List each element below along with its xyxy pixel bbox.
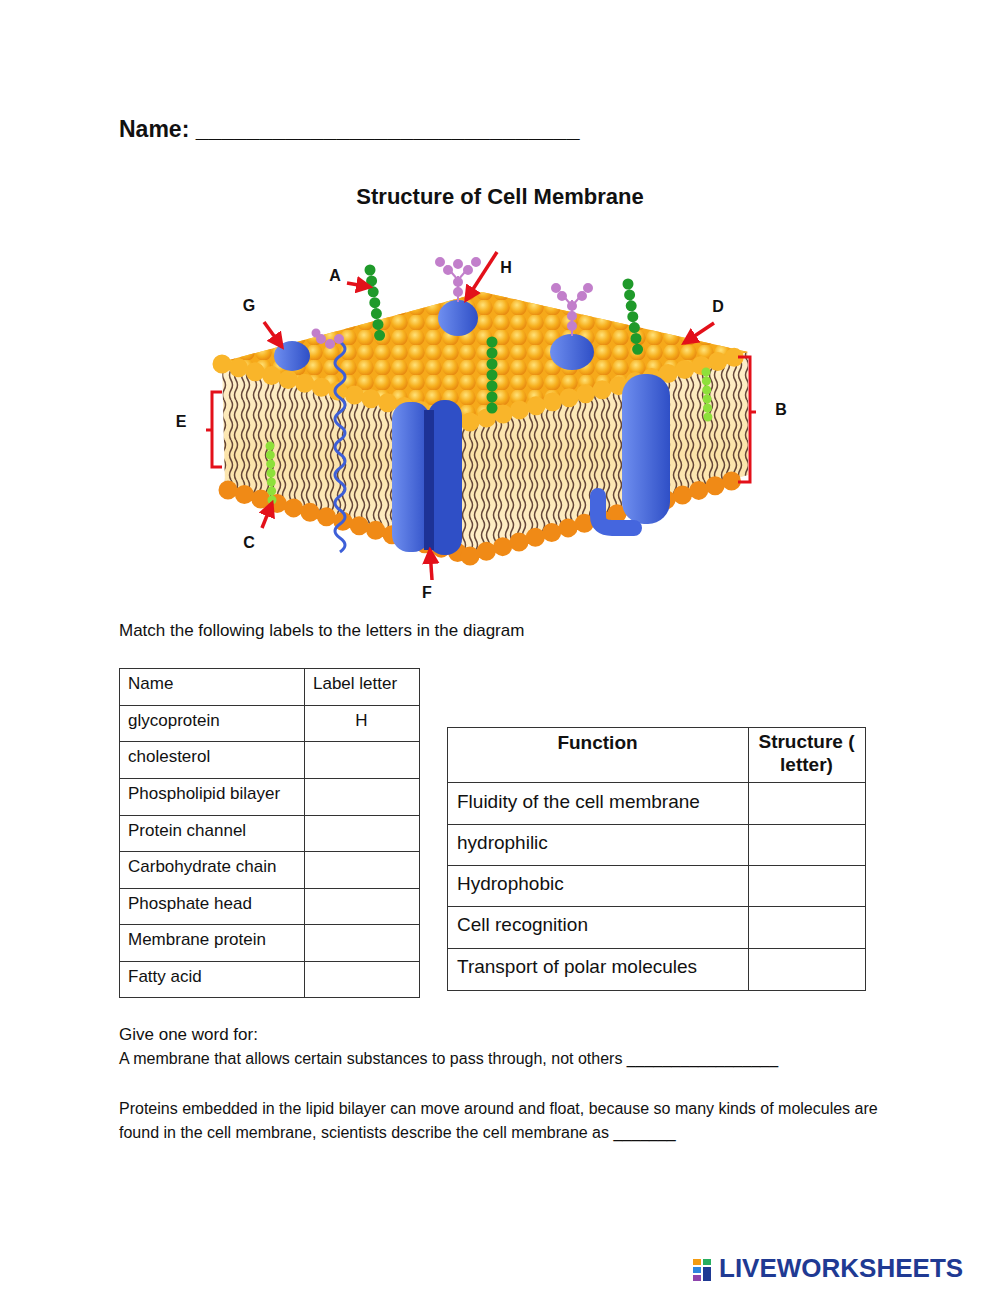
table-cell: Phosphate head — [128, 894, 252, 914]
callout-letter: C — [241, 533, 257, 552]
table-cell: Fluidity of the cell membrane — [457, 791, 700, 814]
table-cell: Protein channel — [128, 821, 246, 841]
table-cell: Phospholipid bilayer — [128, 784, 280, 804]
callout-letter: B — [773, 400, 789, 419]
channel-protein — [392, 400, 462, 555]
table-cell: Carbohydrate chain — [128, 857, 276, 877]
callout-letter: D — [710, 297, 726, 316]
logo-icon — [693, 1259, 711, 1281]
callout-letter: F — [419, 583, 435, 602]
table-cell: glycoprotein — [128, 711, 220, 731]
question-heading: Give one word for: — [119, 1025, 258, 1045]
peripheral-proteins — [274, 300, 594, 371]
table-cell: Hydrophobic — [457, 873, 564, 896]
callout-letter: H — [498, 258, 514, 277]
table-header: Function — [447, 732, 748, 755]
watermark: LIVEWORKSHEETS — [719, 1253, 963, 1284]
table-header: Label letter — [313, 674, 397, 694]
table-cell: Membrane protein — [128, 930, 266, 950]
worksheet-title: Structure of Cell Membrane — [250, 184, 750, 210]
table-cell: Cell recognition — [457, 914, 588, 937]
question-text: A membrane that allows certain substance… — [119, 1049, 778, 1068]
helix-protein — [335, 342, 345, 552]
instruction: Match the following labels to the letter… — [119, 621, 524, 641]
table-cell: Fatty acid — [128, 967, 202, 987]
glycoprotein-carbs — [313, 258, 593, 348]
question-text: Proteins embedded in the lipid bilayer c… — [119, 1097, 889, 1145]
membrane-protein — [598, 374, 670, 528]
red-brackets — [206, 357, 756, 482]
table-cell: hydrophilic — [457, 832, 548, 855]
name-field: Name: ______________________________ — [119, 116, 579, 144]
table-cell: H — [304, 711, 419, 731]
table-cell: Transport of polar molecules — [457, 956, 697, 979]
callout-letter: E — [173, 412, 189, 431]
table-grid — [119, 668, 866, 998]
callout-letter: G — [241, 296, 257, 315]
table-cell: cholesterol — [128, 747, 210, 767]
table-header: Structure ( letter) — [752, 731, 861, 777]
callout-letter: A — [327, 266, 343, 285]
carbohydrate-chains — [370, 270, 638, 412]
table-header: Name — [128, 674, 173, 694]
pointer-arrows — [262, 252, 714, 580]
